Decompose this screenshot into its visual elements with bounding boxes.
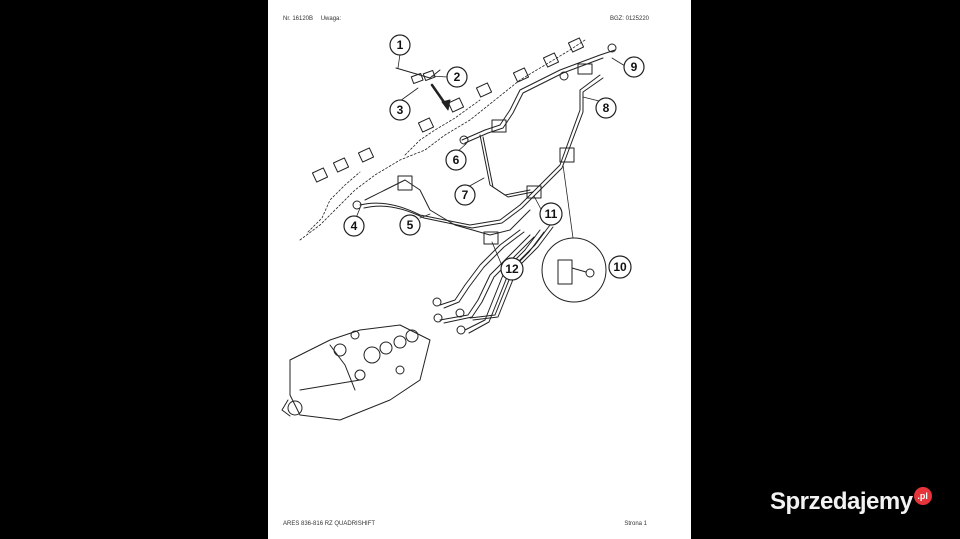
detail-inset [541,237,607,303]
callout-11: 11 [539,202,563,226]
detail-connector [395,67,451,111]
injection-lines [359,49,616,334]
callout-5: 5 [399,214,421,236]
injection-pump [281,324,431,421]
callout-label: 3 [397,103,404,117]
callout-7: 7 [454,184,476,206]
callout-label: 8 [603,101,610,115]
callout-4: 4 [343,215,365,237]
callout-label: 6 [453,153,460,167]
callout-2: 2 [446,66,468,88]
callout-10: 10 [608,255,632,279]
callout-label: 4 [351,219,358,233]
callout-3: 3 [389,99,411,121]
sprzedajemy-watermark: Sprzedajemy.pl [770,487,932,516]
callout-label: 11 [545,207,558,221]
model-name: ARES 836-816 RZ QUADRISHIFT [283,521,376,527]
line-clamps [397,63,593,245]
callout-label: 7 [462,188,469,202]
note-label: Uwaga: [320,16,342,22]
injector-nozzles [299,39,586,241]
line-nuts [352,43,617,335]
callout-12: 12 [500,257,524,281]
bgz-code: BGZ: 0125220 [609,16,649,22]
callout-label: 12 [505,262,519,276]
callout-label: 1 [397,38,404,52]
callouts: 1 2 3 4 5 6 7 8 [343,34,645,281]
callout-6: 6 [445,149,467,171]
callout-label: 5 [407,218,414,232]
callout-9: 9 [623,56,645,78]
header-left: Nr. 16120B Uwaga: [283,16,347,22]
callout-label: 9 [631,60,638,74]
callout-8: 8 [595,97,617,119]
callout-1: 1 [389,34,411,56]
injector-blocks [311,37,585,183]
page-number: Strona 1 [624,521,647,527]
watermark-suffix: .pl [913,487,932,505]
callout-label: 10 [613,260,627,274]
callout-label: 2 [454,70,461,84]
watermark-text: Sprzedajemy [770,488,913,515]
document-number: Nr. 16120B [283,16,314,22]
